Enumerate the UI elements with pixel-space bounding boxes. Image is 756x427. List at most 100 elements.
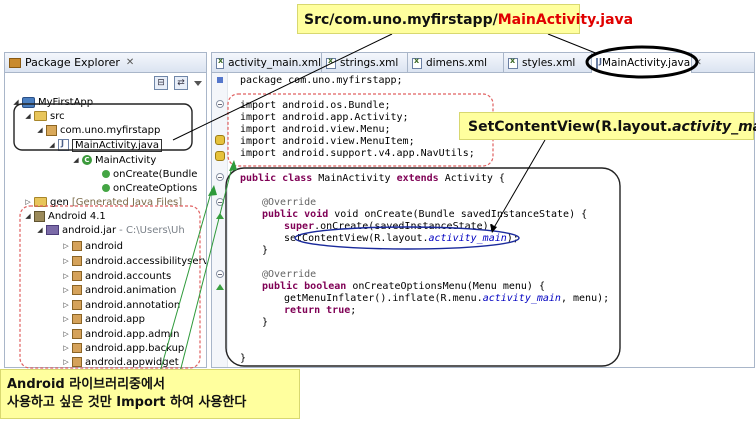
expand-icon[interactable]: ◢ [25, 112, 31, 120]
expand-icon[interactable]: ▷ [63, 301, 69, 309]
tree-item-pkg[interactable]: ▷ android.accounts [61, 269, 171, 283]
fold-icon[interactable] [216, 100, 224, 108]
expand-icon[interactable]: ◢ [25, 212, 31, 220]
code-line-super-call[interactable]: super.onCreate(savedInstanceState); [284, 221, 495, 233]
code-keyword: boolean [304, 281, 347, 292]
view-menu-icon[interactable] [194, 80, 202, 86]
setcv-callout-pre: SetContentView(R.layout. [468, 119, 673, 135]
link-with-editor-icon[interactable]: ⇄ [174, 76, 188, 90]
code-line-import[interactable]: import android.view.MenuItem; [240, 136, 415, 148]
fold-icon[interactable] [216, 270, 224, 278]
expand-icon[interactable]: ◢ [37, 226, 43, 234]
tree-item-oncreate[interactable]: onCreate(Bundle [101, 167, 197, 181]
code-line-return[interactable]: return true; [284, 305, 356, 317]
code-text: } [262, 245, 269, 256]
tree-item-pkg[interactable]: ▷ android.app [61, 312, 145, 326]
override-marker-icon [216, 284, 224, 290]
tree-item-pkg[interactable]: ▷ android.appwidget [61, 355, 179, 367]
expand-icon[interactable]: ▷ [63, 242, 69, 250]
code-line-inflate[interactable]: getMenuInflater().inflate(R.menu.activit… [284, 293, 609, 305]
xml-file-icon [326, 56, 336, 69]
code-line-close[interactable]: } [262, 317, 268, 329]
tab-mainactivity-java[interactable]: MainActivity.java ✕ [592, 53, 702, 73]
expand-icon[interactable]: ▷ [63, 330, 69, 338]
code-line-class-decl[interactable]: public class MainActivity extends Activi… [240, 173, 505, 185]
tree-item-package[interactable]: ◢ com.uno.myfirstapp [35, 123, 160, 137]
close-icon[interactable]: ✕ [694, 58, 702, 68]
package-explorer-title: Package Explorer [25, 56, 120, 69]
tree-item-pkg[interactable]: ▷ android.animation [61, 283, 176, 297]
code-line-import[interactable]: import android.support.v4.app.NavUtils; [240, 148, 475, 160]
tree-item-pkg[interactable]: ▷ android.accessibilityservi [61, 254, 206, 268]
class-icon: C [82, 155, 92, 165]
tree-item-android-jar[interactable]: ◢ android.jar - C:\Users\Uh [35, 223, 185, 237]
tree-item-label: android [85, 240, 123, 252]
package-icon [72, 256, 82, 266]
code-line-oncreate-sig[interactable]: public void void onCreate(Bundle savedIn… [262, 209, 587, 221]
code-keyword: return [284, 305, 321, 316]
code-text: Activity { [438, 173, 505, 184]
close-icon[interactable]: ✕ [125, 57, 135, 68]
code-line-override[interactable]: @Override [262, 269, 316, 281]
tree-item-gen[interactable]: ▷ gen [Generated Java Files] [23, 195, 182, 209]
ruler-marker-icon [217, 77, 223, 83]
code-line-package[interactable]: package com.uno.myfirstapp; [240, 75, 403, 87]
package-explorer-toolbar: ⊟ ⇄ [5, 73, 206, 93]
warning-bulb-icon[interactable] [215, 135, 225, 145]
tree-item-label: gen [50, 196, 69, 208]
path-callout-prefix: Src/com.uno.myfirstapp/ [304, 12, 498, 28]
code-line-menu-sig[interactable]: public boolean onCreateOptionsMenu(Menu … [262, 281, 545, 293]
tree-item-oncreateoptions[interactable]: onCreateOptions [101, 181, 197, 195]
tree-item-myfirstapp[interactable]: ◢ MyFirstApp [11, 95, 93, 109]
expand-icon[interactable]: ▷ [25, 198, 31, 206]
collapse-all-icon[interactable]: ⊟ [154, 76, 168, 90]
fold-icon[interactable] [216, 173, 224, 181]
package-explorer-header: Package Explorer ✕ [5, 53, 206, 73]
warning-bulb-icon[interactable] [215, 151, 225, 161]
java-editor: activity_main.xml strings.xml dimens.xml… [211, 52, 755, 368]
tree-item-decoration: [Generated Java Files] [71, 196, 183, 208]
expand-icon[interactable]: ▷ [63, 344, 69, 352]
tree-item-mainactivity-java[interactable]: ◢ MainActivity.java [47, 138, 162, 152]
expand-icon[interactable]: ◢ [37, 126, 43, 134]
code-line-override[interactable]: @Override [262, 197, 316, 209]
fold-icon[interactable] [216, 198, 224, 206]
expand-icon[interactable]: ▷ [63, 358, 69, 366]
tree-item-pkg[interactable]: ▷ android.annotation [61, 298, 180, 312]
code-line-close[interactable]: } [262, 245, 268, 257]
code-line-class-close[interactable]: } [240, 353, 246, 365]
code-line-import[interactable]: import android.app.Activity; [240, 112, 409, 124]
tab-dimens-xml[interactable]: dimens.xml [408, 53, 504, 73]
setcontentview-callout: SetContentView(R.layout.activity_main); [459, 112, 756, 140]
tree-item-pkg[interactable]: ▷ android.app.admin [61, 327, 179, 341]
folder-icon [34, 197, 47, 207]
tree-item-label: android.animation [85, 284, 177, 296]
code-line-import[interactable]: import android.view.Menu; [240, 124, 391, 136]
code-keyword: void [304, 209, 329, 220]
tree-item-decoration: - C:\Users\Uh [119, 224, 185, 236]
code-annotation: @Override [262, 269, 317, 280]
expand-icon[interactable]: ▷ [63, 272, 69, 280]
tree-item-src[interactable]: ◢ src [23, 109, 64, 123]
code-text: MainActivity [312, 173, 397, 184]
package-icon [72, 314, 82, 324]
tab-strings-xml[interactable]: strings.xml [322, 53, 408, 73]
tree-item-android-41[interactable]: ◢ Android 4.1 [23, 209, 106, 223]
tree-item-pkg[interactable]: ▷ android.app.backup [61, 341, 184, 355]
expand-icon[interactable]: ◢ [49, 141, 55, 149]
setcv-callout-field: activity_main [672, 119, 756, 135]
expand-icon[interactable]: ◢ [13, 98, 19, 106]
expand-icon[interactable]: ◢ [73, 156, 79, 164]
code-line-import[interactable]: import android.os.Bundle; [240, 100, 391, 112]
code-field: activity_main [428, 233, 507, 244]
code-text: import android.view.Menu; [240, 124, 391, 135]
code-line-setcontentview[interactable]: setContentView(R.layout.activity_main); [284, 233, 519, 245]
tree-item-mainactivity-class[interactable]: ◢ C MainActivity [71, 153, 156, 167]
package-explorer-icon [9, 57, 21, 68]
expand-icon[interactable]: ▷ [63, 257, 69, 265]
expand-icon[interactable]: ▷ [63, 315, 69, 323]
tree-item-pkg[interactable]: ▷ android [61, 239, 123, 253]
expand-icon[interactable]: ▷ [63, 286, 69, 294]
tab-activity-main-xml[interactable]: activity_main.xml [212, 53, 322, 73]
tab-styles-xml[interactable]: styles.xml [504, 53, 592, 73]
